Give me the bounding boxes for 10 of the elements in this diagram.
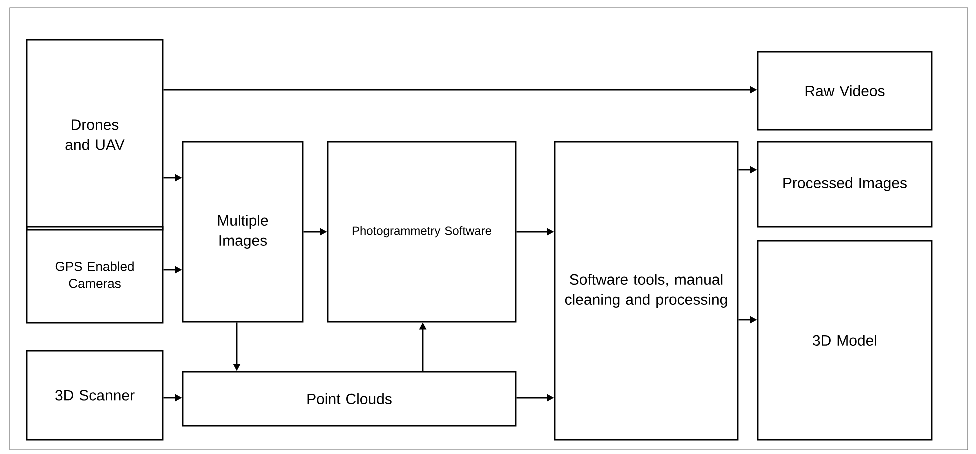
process-box: Drones and UAV xyxy=(26,39,164,231)
process-box: Photogrammetry Software xyxy=(327,141,517,323)
process-box: 3D Model xyxy=(757,240,933,441)
process-box: Point Clouds xyxy=(182,371,517,427)
process-box: GPS Enabled Cameras xyxy=(26,226,164,324)
process-box: Raw Videos xyxy=(757,51,933,131)
process-box: Software tools, manual cleaning and processing xyxy=(554,141,739,441)
process-box: Multiple Images xyxy=(182,141,304,323)
process-box: 3D Scanner xyxy=(26,350,164,441)
process-box: Processed Images xyxy=(757,141,933,228)
